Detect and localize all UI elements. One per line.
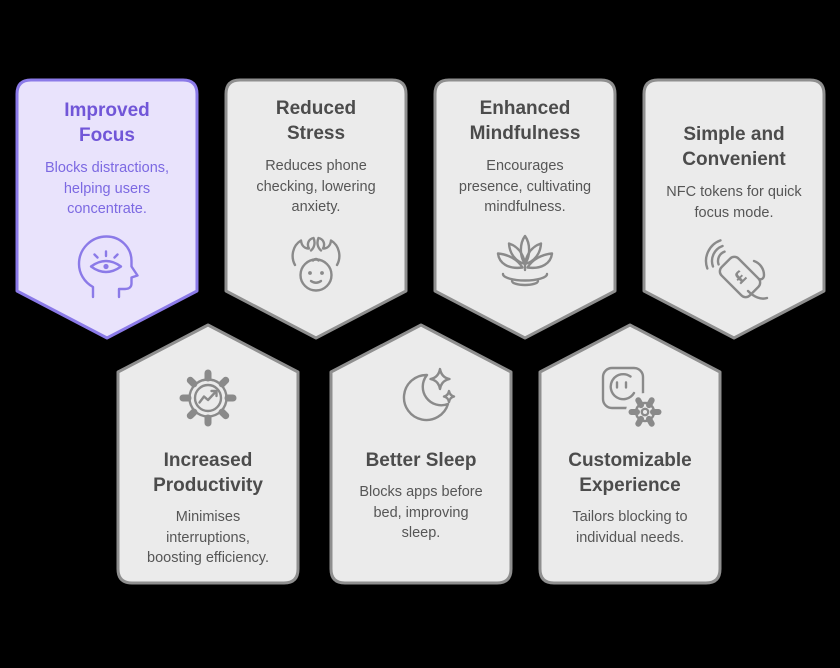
card-description: Blocks apps before bed, improving sleep. bbox=[359, 484, 483, 542]
nfc-token-icon: £ bbox=[704, 239, 769, 301]
banner-up-shape bbox=[329, 323, 513, 585]
card-description: NFC tokens for quick focus mode. bbox=[666, 184, 802, 221]
card-reduced-stress: Reduced Stress Reduces phone checking, l… bbox=[224, 78, 408, 340]
card-title: Better Sleep bbox=[365, 450, 477, 471]
svg-text:£: £ bbox=[730, 267, 751, 288]
card-description: Encourages presence, cultivating mindful… bbox=[458, 158, 592, 216]
card-title: Customizable Experience bbox=[568, 450, 692, 497]
card-title: Enhanced Mindfulness bbox=[469, 98, 581, 145]
face-gear-icon bbox=[601, 366, 664, 431]
card-enhanced-mindfulness: Enhanced Mindfulness Encourages presence… bbox=[433, 78, 617, 340]
card-title: Increased Productivity bbox=[153, 450, 263, 497]
card-description: Tailors blocking to individual needs. bbox=[572, 509, 688, 546]
banner-down-shape bbox=[433, 78, 617, 340]
gear-chart-icon bbox=[179, 369, 237, 427]
lotus-icon bbox=[496, 234, 554, 287]
banner-down-shape bbox=[224, 78, 408, 340]
card-title: Simple and Convenient bbox=[682, 124, 786, 171]
card-description: Blocks distractions, helping users conce… bbox=[44, 160, 170, 218]
card-simple-and-convenient: Simple and Convenient NFC tokens for qui… bbox=[642, 78, 826, 340]
banner-up-shape bbox=[538, 323, 722, 585]
card-improved-focus: Improved Focus Blocks distractions, help… bbox=[15, 78, 199, 340]
banner-down-shape bbox=[642, 78, 826, 340]
card-description: Minimises interruptions, boosting effici… bbox=[147, 509, 269, 567]
card-title: Improved Focus bbox=[64, 100, 150, 147]
banner-down-shape bbox=[15, 78, 199, 340]
card-customizable-experience: Customizable Experience Tailors blocking… bbox=[538, 323, 722, 585]
banner-up-shape bbox=[116, 323, 300, 585]
card-description: Reduces phone checking, lowering anxiety… bbox=[256, 158, 376, 216]
moon-stars-icon bbox=[402, 367, 456, 422]
care-hands-icon bbox=[291, 236, 341, 292]
card-increased-productivity: Increased Productivity Minimises interru… bbox=[116, 323, 300, 585]
head-focus-icon bbox=[77, 235, 139, 299]
card-better-sleep: Better Sleep Blocks apps before bed, imp… bbox=[329, 323, 513, 585]
card-title: Reduced Stress bbox=[275, 98, 357, 145]
